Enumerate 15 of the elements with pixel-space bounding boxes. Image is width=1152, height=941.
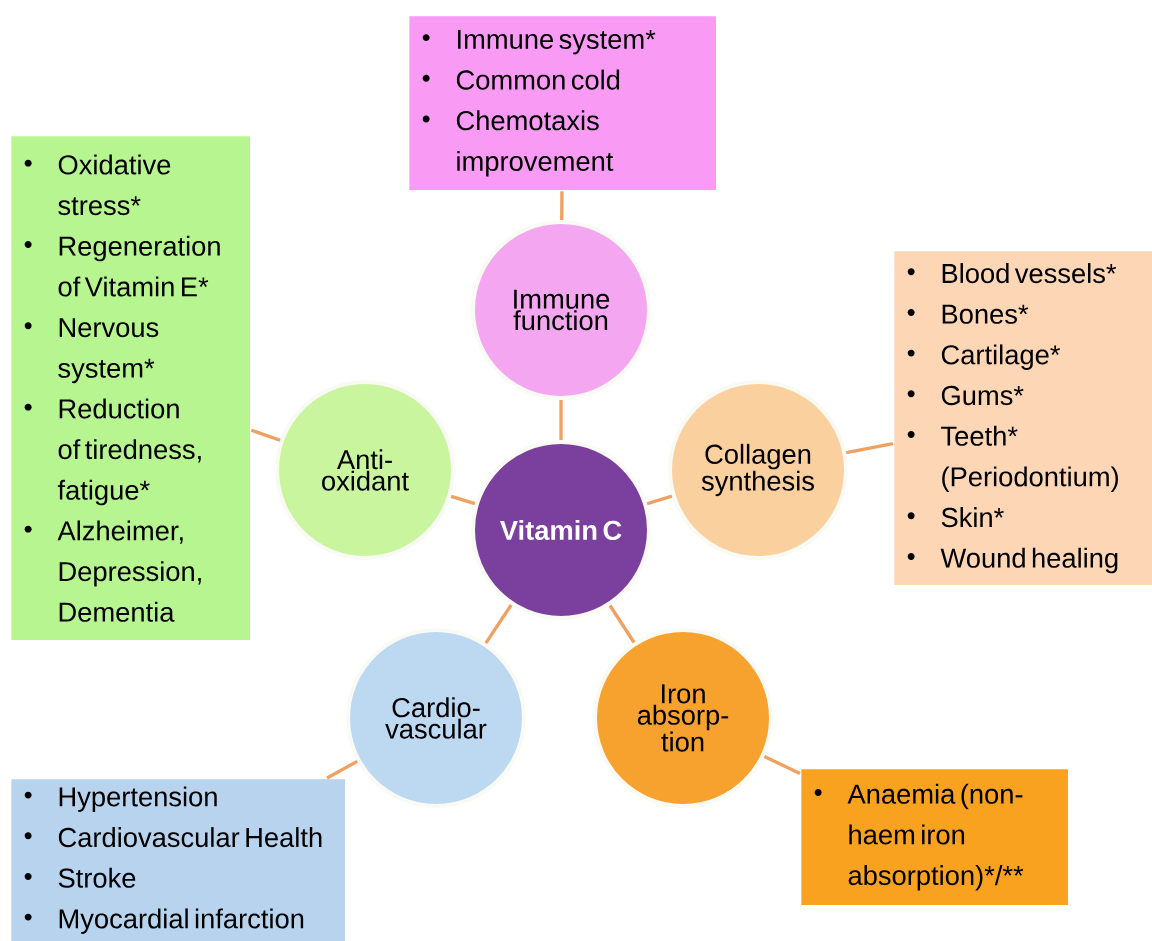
connector-line: [608, 604, 636, 644]
connector-line: [846, 441, 894, 455]
connector-line: [326, 759, 358, 780]
bullet-list-box: Blood vessels* Bones* Cartilage* Gums* Teeth* (Periodontium) Skin* Wound healing: [893, 250, 1152, 587]
connector-line: [559, 400, 563, 440]
connector-line: [484, 604, 513, 644]
bullet-list-box: Anaemia (non-haem iron absorption)*/**: [800, 768, 1070, 907]
connector-line: [450, 494, 476, 506]
bullet-list-box: Hypertension Cardiovascular Health Stroke Myocardial infarction: [10, 778, 347, 941]
bullet-list-box: Oxidative stress* Regeneration of Vitamin E* Nervous system* Reduction of tiredness, fatigue* Alzheimer, Depression, Dementia: [10, 135, 252, 642]
bullet-list-box: Immune system* Common cold Chemotaxis improvement: [408, 15, 718, 192]
connector-line: [763, 755, 801, 775]
connector-line: [250, 428, 281, 442]
connector-line: [560, 191, 564, 220]
connector-line: [646, 494, 673, 506]
